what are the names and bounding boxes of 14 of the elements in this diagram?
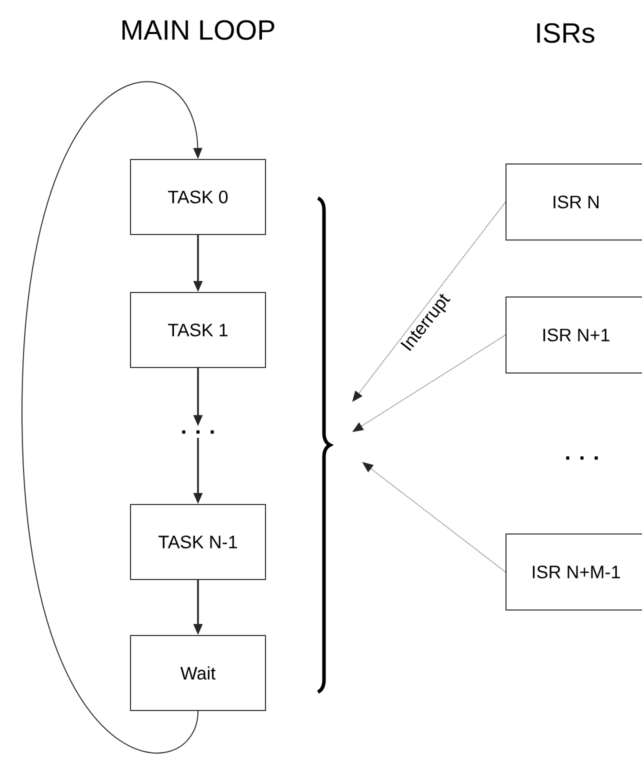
process-box: TASK 0 <box>130 159 266 235</box>
ellipsis-text: . . . <box>182 430 214 434</box>
process-box: ISR N+1 <box>506 296 642 374</box>
process-box: TASK 1 <box>130 292 266 368</box>
curly-brace <box>316 196 332 694</box>
ellipsis-text: . . . <box>566 456 598 460</box>
heading: ISRs <box>537 23 594 43</box>
process-box: ISR N <box>506 164 642 240</box>
arrow <box>352 202 506 402</box>
process-box: Wait <box>130 635 266 711</box>
heading: MAIN LOOP <box>122 20 274 40</box>
process-box: ISR N+M-1 <box>506 534 642 610</box>
process-box: TASK N-1 <box>130 504 266 580</box>
arrow <box>22 81 202 754</box>
